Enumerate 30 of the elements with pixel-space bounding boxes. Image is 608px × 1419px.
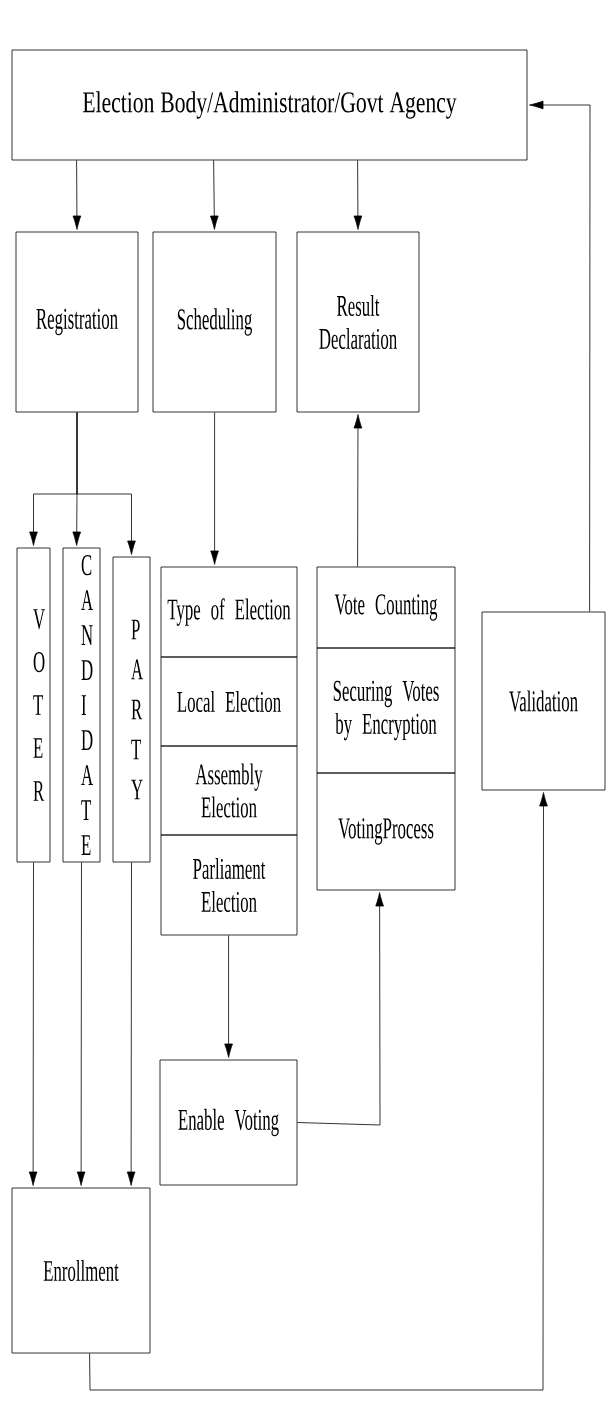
process-box: Scheduling	[152, 231, 277, 413]
process-box: Registration	[15, 231, 139, 413]
process-box: Type of Election	[160, 566, 298, 658]
arrow	[89, 792, 548, 1391]
arrow	[28, 862, 38, 1186]
process-box: Validation	[481, 611, 606, 791]
process-box: Local Election	[160, 656, 298, 747]
arrow	[126, 862, 136, 1186]
arrow	[76, 862, 86, 1186]
process-box: Enable Voting	[159, 1059, 298, 1186]
arrow	[210, 160, 219, 230]
process-box: Election Body/Administrator/Govt Agency	[11, 49, 528, 161]
vertical-box: P A R T Y	[112, 556, 151, 863]
process-box: VotingProcess	[316, 772, 456, 891]
process-box: Result Declaration	[296, 231, 420, 413]
arrow	[297, 892, 384, 1126]
process-box: Assembly Election	[160, 745, 298, 836]
arrow	[210, 412, 219, 565]
arrow	[353, 414, 363, 567]
arrow	[72, 160, 82, 230]
arrow	[353, 160, 363, 230]
arrow	[76, 412, 136, 555]
process-box: Enrollment	[11, 1187, 151, 1354]
vertical-box: C A N D I D A T E	[62, 547, 101, 863]
arrow	[224, 935, 233, 1058]
process-box: Securing Votes by Encryption	[316, 647, 456, 774]
arrow	[529, 100, 591, 612]
vertical-box: V O T E R	[16, 547, 51, 863]
process-box: Parliament Election	[160, 834, 298, 936]
process-box: Vote Counting	[316, 566, 456, 649]
